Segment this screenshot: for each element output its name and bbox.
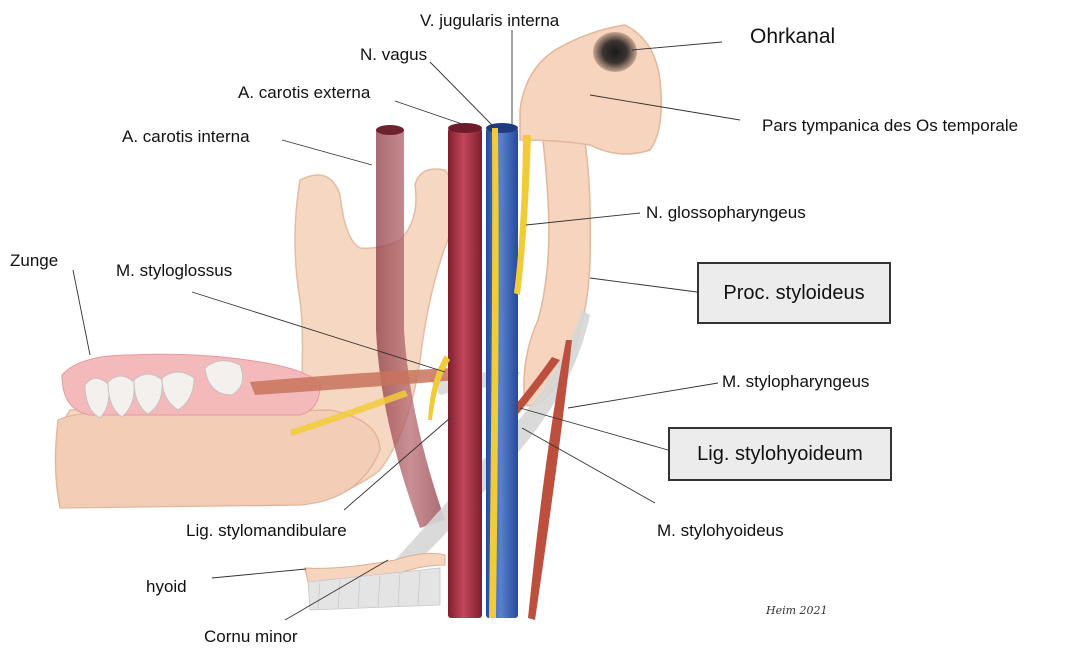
v-jugularis-interna-end [486,123,518,133]
label-cornu-minor: Cornu minor [204,628,298,645]
label-lig-stylohyoideum: Lig. stylohyoideum [668,427,892,481]
ohrkanal-opening [593,32,637,72]
label-proc-styloideus: Proc. styloideus [697,262,891,324]
label-a-carotis-externa: A. carotis externa [238,84,370,101]
a-carotis-externa-vessel [448,128,482,618]
label-m-stylopharyngeus: M. stylopharyngeus [722,373,869,390]
label-lig-stylomandibulare: Lig. stylomandibulare [186,522,347,539]
label-n-vagus: N. vagus [360,46,427,63]
label-hyoid: hyoid [146,578,187,595]
label-m-stylohyoideus: M. stylohyoideus [657,522,784,539]
label-a-carotis-interna: A. carotis interna [122,128,250,145]
label-pars-tympanica: Pars tympanica des Os temporale [762,117,1018,134]
a-carotis-interna-end [376,125,404,135]
label-zunge: Zunge [10,252,58,269]
label-n-glossopharyngeus: N. glossopharyngeus [646,204,806,221]
label-v-jugularis-interna: V. jugularis interna [420,12,559,29]
a-carotis-externa-end [448,123,482,133]
artist-signature: Heim 2021 [766,604,828,617]
label-ohrkanal: Ohrkanal [750,26,835,47]
pars-tympanica-bone [520,25,661,154]
mandible-body [55,410,380,508]
label-m-styloglossus: M. styloglossus [116,262,232,279]
